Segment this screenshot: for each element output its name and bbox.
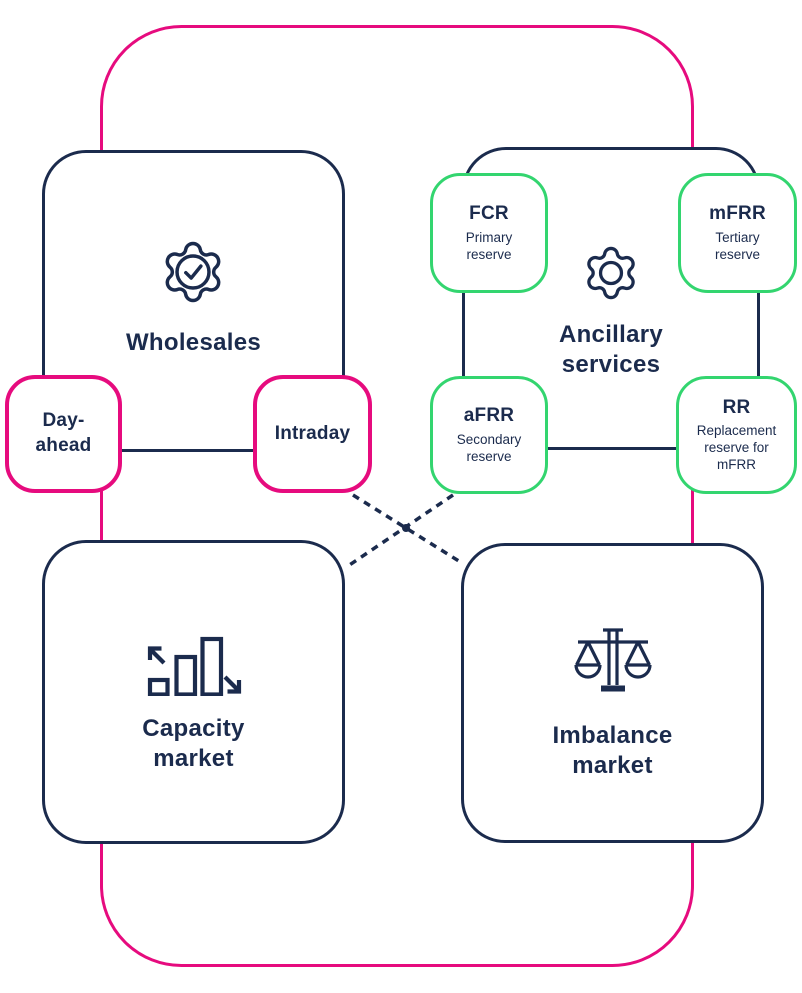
fcr-title: FCR bbox=[469, 203, 509, 225]
rr-subtitle: Replacement reserve for mFRR bbox=[696, 423, 777, 473]
gear-icon bbox=[587, 246, 635, 299]
node-rr: RR Replacement reserve for mFRR bbox=[676, 376, 797, 494]
crossing-dot bbox=[402, 524, 410, 532]
imbalance-label: Imbalance market bbox=[552, 722, 673, 779]
dashed-link-intraday-imbalance bbox=[352, 493, 463, 565]
node-afrr: aFRR Secondary reserve bbox=[430, 376, 548, 494]
outer-loop-border bbox=[100, 25, 694, 967]
node-fcr: FCR Primary reserve bbox=[430, 173, 548, 293]
afrr-title: aFRR bbox=[463, 405, 515, 427]
capacity-label: Capacity market bbox=[142, 715, 245, 772]
node-day-ahead: Day- ahead bbox=[5, 375, 122, 493]
fcr-subtitle: Primary reserve bbox=[465, 229, 513, 262]
badge-check-icon bbox=[166, 241, 221, 303]
node-imbalance-market: Imbalance market bbox=[461, 543, 764, 843]
rr-title: RR bbox=[722, 396, 751, 418]
day-ahead-label: Day- ahead bbox=[35, 410, 92, 456]
bar-chart-icon bbox=[148, 636, 242, 696]
node-mfrr: mFRR Tertiary reserve bbox=[678, 173, 797, 293]
scales-icon bbox=[573, 628, 652, 692]
wholesales-label: Wholesales bbox=[125, 329, 262, 356]
intraday-label: Intraday bbox=[274, 422, 351, 444]
afrr-subtitle: Secondary reserve bbox=[456, 431, 522, 464]
node-capacity-market: Capacity market bbox=[42, 540, 345, 844]
dashed-link-afrr-capacity bbox=[347, 493, 454, 568]
ancillary-label: Ancillary services bbox=[558, 320, 664, 378]
mfrr-subtitle: Tertiary reserve bbox=[714, 229, 760, 262]
node-intraday: Intraday bbox=[253, 375, 372, 493]
mfrr-title: mFRR bbox=[709, 203, 766, 225]
